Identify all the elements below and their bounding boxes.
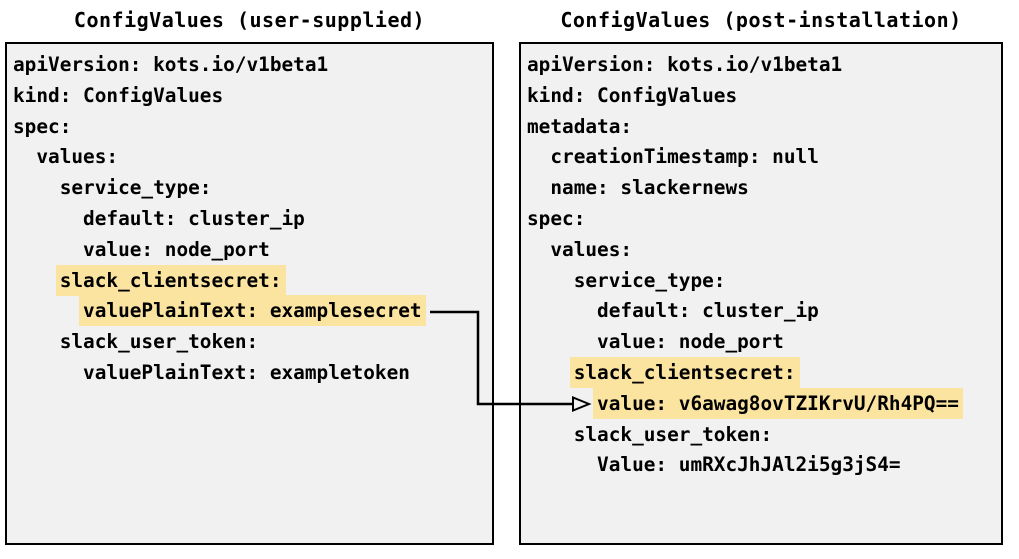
yaml-text: service_type: (573, 268, 726, 292)
yaml-text: value: node_port (83, 237, 270, 261)
yaml-text: service_type: (59, 176, 212, 200)
yaml-line: apiVersion: kots.io/v1beta1 (527, 50, 995, 81)
yaml-line: value: v6awag8ovTZIKrvU/Rh4PQ== (527, 387, 995, 420)
yaml-line: slack_clientsecret: (527, 356, 995, 389)
yaml-line: values: (527, 235, 995, 266)
yaml-text: spec: (527, 206, 586, 230)
yaml-line: valuePlainText: exampletoken (13, 358, 486, 389)
yaml-line: apiVersion: kots.io/v1beta1 (13, 50, 486, 81)
yaml-text: apiVersion: kots.io/v1beta1 (527, 53, 843, 76)
right-panel-title: ConfigValues (post-installation) (560, 8, 962, 32)
left-panel-title: ConfigValues (user-supplied) (73, 8, 426, 32)
yaml-line: slack_clientsecret: (13, 264, 486, 297)
yaml-line: kind: ConfigValues (527, 81, 995, 112)
highlighted-yaml-line: slack_clientsecret: (55, 264, 286, 296)
yaml-text: creationTimestamp: null (550, 145, 819, 169)
yaml-line: value: node_port (13, 235, 486, 266)
left-config-panel: apiVersion: kots.io/v1beta1 kind: Config… (5, 42, 494, 545)
yaml-line: service_type: (13, 173, 486, 204)
yaml-line: value: node_port (527, 327, 995, 358)
yaml-text: kind: ConfigValues (13, 83, 224, 107)
yaml-text: values: (36, 145, 119, 169)
yaml-text: values: (550, 237, 633, 261)
yaml-line: default: cluster_ip (13, 204, 486, 235)
yaml-line: values: (13, 142, 486, 173)
highlighted-yaml-line: value: v6awag8ovTZIKrvU/Rh4PQ== (593, 387, 963, 419)
yaml-line: slack_user_token: (527, 420, 995, 451)
yaml-line: name: slackernews (527, 173, 995, 204)
yaml-line: spec: (13, 112, 486, 143)
yaml-line: valuePlainText: examplesecret (13, 295, 486, 327)
yaml-text: kind: ConfigValues (527, 83, 738, 107)
yaml-text: slack_user_token: (59, 330, 259, 354)
yaml-line: creationTimestamp: null (527, 142, 995, 173)
yaml-text: metadata: (527, 114, 633, 138)
yaml-text: name: slackernews (550, 176, 749, 200)
yaml-line: metadata: (527, 112, 995, 143)
yaml-text: apiVersion: kots.io/v1beta1 (13, 53, 329, 76)
yaml-text: default: cluster_ip (597, 299, 819, 323)
yaml-line: Value: umRXcJhJAl2i5g3jS4= (527, 450, 995, 481)
yaml-line: kind: ConfigValues (13, 81, 486, 112)
yaml-text: spec: (13, 114, 72, 138)
right-config-panel: apiVersion: kots.io/v1beta1 kind: Config… (519, 42, 1003, 545)
yaml-text: valuePlainText: exampletoken (83, 360, 410, 384)
highlighted-yaml-line: valuePlainText: examplesecret (79, 295, 426, 327)
yaml-text: default: cluster_ip (83, 206, 305, 230)
yaml-text: value: node_port (597, 330, 784, 354)
yaml-line: service_type: (527, 266, 995, 297)
highlighted-yaml-line: slack_clientsecret: (569, 356, 800, 388)
yaml-line: spec: (527, 204, 995, 235)
yaml-text: slack_user_token: (573, 422, 773, 446)
yaml-line: slack_user_token: (13, 327, 486, 358)
yaml-text: Value: umRXcJhJAl2i5g3jS4= (597, 453, 901, 477)
yaml-line: default: cluster_ip (527, 296, 995, 327)
